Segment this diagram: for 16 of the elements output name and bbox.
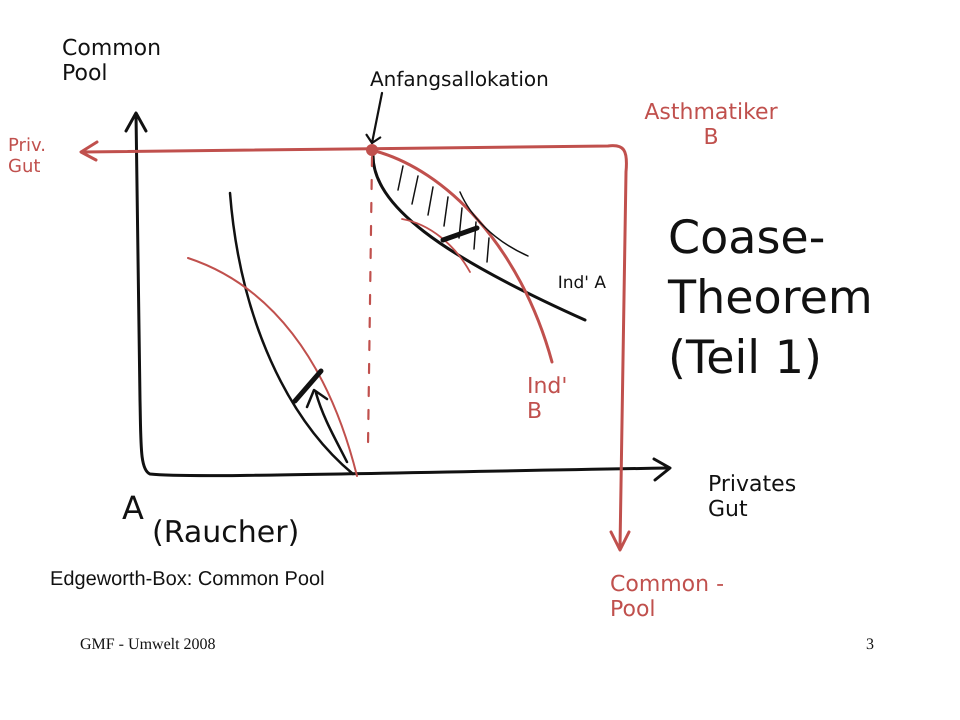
page-number: 3 — [866, 636, 874, 654]
curve-label: Ind' B — [527, 374, 568, 425]
title: Coase-Theorem (Teil 1) — [668, 209, 874, 386]
axis-label: Common Pool — [62, 36, 162, 87]
axis-label: Common - Pool — [610, 572, 726, 623]
curve-label: Ind' A — [556, 274, 606, 294]
caption: Edgeworth-Box: Common Pool — [50, 568, 325, 591]
endowment-dot — [366, 144, 378, 156]
origin-label: Asthmatiker B — [643, 100, 779, 151]
leader-arrow — [365, 92, 384, 144]
origin-label: A — [122, 490, 144, 527]
annotation-label: Anfangsallokation — [370, 68, 549, 91]
origin-label: (Raucher) — [152, 516, 300, 550]
axis-label: Priv. Gut — [8, 136, 47, 178]
axis-label: Privates Gut — [708, 472, 798, 523]
footer-text: GMF - Umwelt 2008 — [80, 636, 216, 654]
